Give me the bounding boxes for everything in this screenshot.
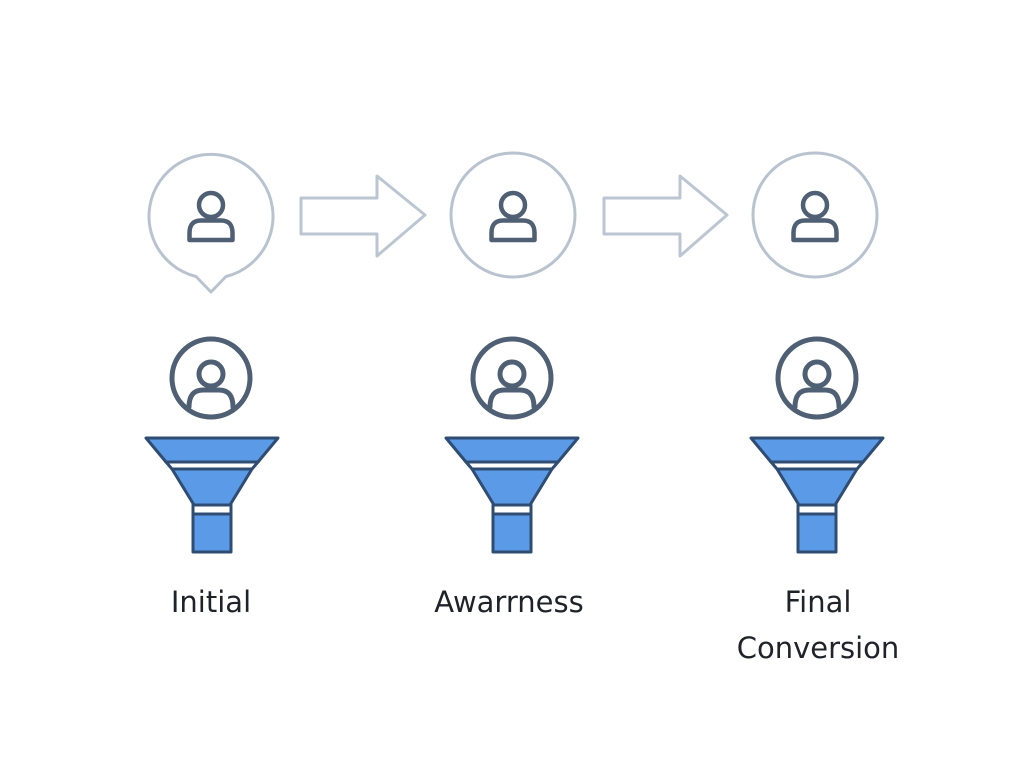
user-circle-icon xyxy=(775,336,859,420)
avatar-ring xyxy=(751,151,879,279)
stage-1-top-bubble xyxy=(147,152,275,294)
arrow-right-icon xyxy=(299,174,427,258)
stage-label-initial: Initial xyxy=(170,585,252,619)
funnel-icon xyxy=(144,436,280,554)
stage-3-top-circle xyxy=(751,151,879,279)
user-circle-icon xyxy=(470,336,554,420)
user-icon xyxy=(489,190,537,243)
stage-2-top-circle xyxy=(449,151,577,279)
arrow-right-icon xyxy=(602,174,729,258)
funnel-icon xyxy=(749,436,885,554)
user-circle-icon xyxy=(169,336,253,420)
speech-bubble-icon xyxy=(147,152,275,294)
avatar-ring xyxy=(449,151,577,279)
user-icon xyxy=(791,190,839,243)
user-icon xyxy=(187,190,235,243)
funnel-icon xyxy=(444,436,580,554)
stage-label-awareness: Awarrness xyxy=(434,585,584,619)
stage-label-final-conversion: Final Conversion xyxy=(736,585,900,665)
